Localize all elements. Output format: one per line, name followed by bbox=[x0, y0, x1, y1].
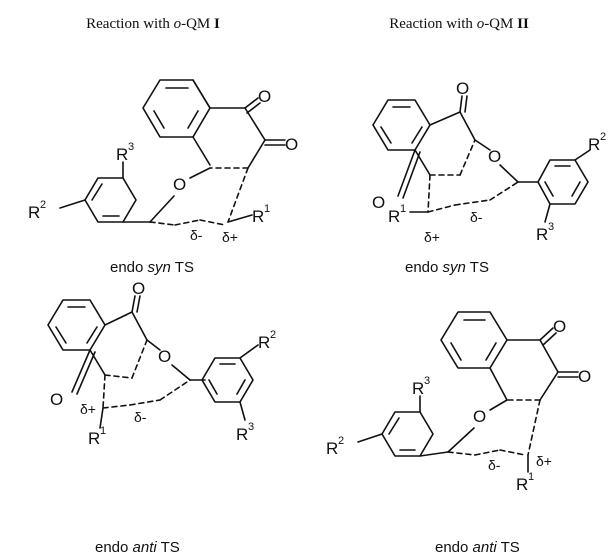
substituent-r1: R bbox=[516, 475, 528, 494]
svg-text:1: 1 bbox=[100, 425, 106, 437]
substituent-r2: R bbox=[258, 333, 270, 352]
carbonyl-oxygen: O bbox=[578, 367, 591, 386]
substituent-r2: R bbox=[326, 439, 338, 458]
heading-left-middle: -QM bbox=[181, 16, 215, 32]
substituent-r1: R bbox=[388, 207, 400, 226]
partial-charge-minus: δ- bbox=[470, 209, 483, 225]
structure-endo-syn-left: O O O R 1 δ- δ+ R 3 R 2 endo syn TS bbox=[28, 79, 298, 276]
svg-text:3: 3 bbox=[424, 375, 430, 387]
carbonyl-oxygen: O bbox=[258, 87, 271, 106]
partial-charge-plus: δ+ bbox=[424, 229, 440, 245]
heading-right-italic: o bbox=[476, 16, 485, 32]
partial-charge-minus: δ- bbox=[190, 227, 203, 243]
ring-oxygen: O bbox=[473, 407, 486, 426]
svg-text:3: 3 bbox=[128, 141, 134, 153]
carbonyl-oxygen: O bbox=[132, 279, 145, 298]
partial-charge-plus: δ+ bbox=[536, 453, 552, 469]
carbonyl-oxygen: O bbox=[553, 317, 566, 336]
substituent-r3: R bbox=[536, 225, 548, 244]
heading-right-roman: II bbox=[517, 16, 529, 32]
structure-endo-syn-right: O O O R 1 δ- δ+ R 2 R 3 endo syn TS bbox=[372, 79, 606, 276]
carbonyl-oxygen: O bbox=[50, 390, 63, 409]
carbonyl-oxygen: O bbox=[456, 79, 469, 98]
svg-text:1: 1 bbox=[264, 203, 270, 215]
svg-text:2: 2 bbox=[270, 329, 276, 341]
ring-oxygen: O bbox=[158, 347, 171, 366]
svg-text:endo syn TS: endo syn TS bbox=[110, 259, 194, 276]
substituent-r3: R bbox=[236, 425, 248, 444]
substituent-r3: R bbox=[116, 145, 128, 164]
partial-charge-plus: δ+ bbox=[222, 229, 238, 245]
heading-left-roman: I bbox=[214, 16, 220, 32]
svg-text:2: 2 bbox=[600, 131, 606, 143]
heading-right: Reaction with o-QM II bbox=[306, 16, 612, 33]
carbonyl-oxygen: O bbox=[285, 135, 298, 154]
substituent-r3: R bbox=[412, 379, 424, 398]
substituent-r2: R bbox=[28, 203, 40, 222]
svg-text:2: 2 bbox=[338, 435, 344, 447]
partial-charge-plus: δ+ bbox=[80, 401, 96, 417]
heading-left-prefix: Reaction with bbox=[86, 16, 174, 32]
svg-text:endo syn TS: endo syn TS bbox=[405, 259, 489, 276]
svg-text:endo anti TS: endo anti TS bbox=[95, 539, 180, 556]
svg-text:1: 1 bbox=[528, 471, 534, 483]
structure-endo-anti-right: O O O R 1 δ- δ+ R 3 R 2 endo anti TS bbox=[326, 311, 591, 556]
svg-text:endo anti TS: endo anti TS bbox=[435, 539, 520, 556]
substituent-r1: R bbox=[88, 429, 100, 448]
carbonyl-oxygen: O bbox=[372, 193, 385, 212]
svg-text:2: 2 bbox=[40, 199, 46, 211]
svg-text:3: 3 bbox=[248, 421, 254, 433]
ring-oxygen: O bbox=[173, 175, 186, 194]
structure-endo-anti-left: O O O R 1 δ- δ+ R 2 R 3 endo anti TS bbox=[47, 279, 276, 556]
heading-right-middle: -QM bbox=[484, 16, 518, 32]
svg-text:1: 1 bbox=[400, 203, 406, 215]
substituent-r1: R bbox=[252, 207, 264, 226]
svg-text:3: 3 bbox=[548, 221, 554, 233]
heading-left-italic: o bbox=[173, 16, 182, 32]
partial-charge-minus: δ- bbox=[488, 457, 501, 473]
substituent-r2: R bbox=[588, 135, 600, 154]
ring-oxygen: O bbox=[488, 147, 501, 166]
heading-right-prefix: Reaction with bbox=[389, 16, 477, 32]
partial-charge-minus: δ- bbox=[134, 409, 147, 425]
heading-left: Reaction with o-QM I bbox=[0, 16, 306, 33]
